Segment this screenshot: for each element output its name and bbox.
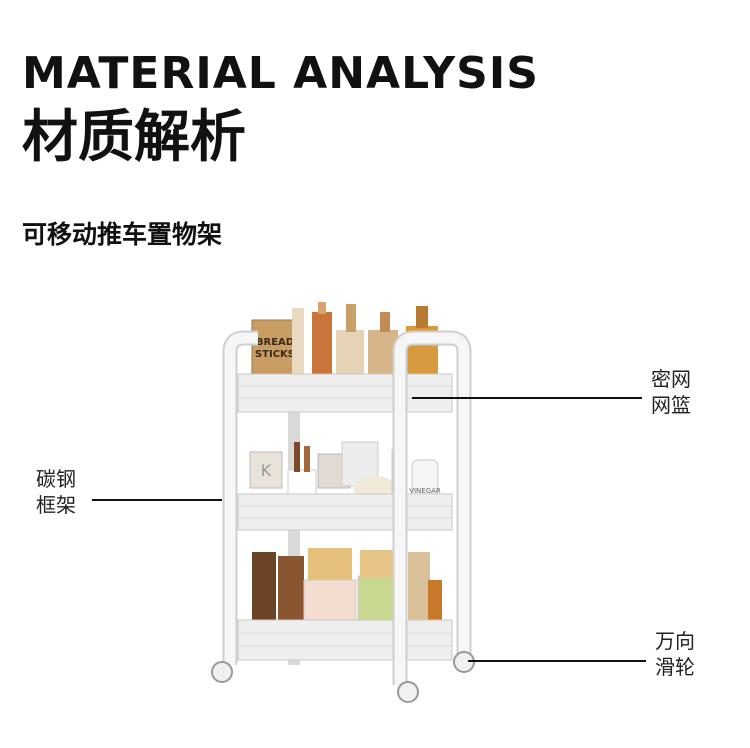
callout-basket-line2: 网篮 (651, 393, 691, 417)
callout-frame-line1: 碳钢 (36, 467, 76, 491)
callout-basket: 密网 网篮 (651, 366, 691, 418)
bottom-shelf-items (252, 548, 442, 623)
rolling-cart-image: BREAD STICKS K VINEGAR (211, 302, 475, 703)
product-subtitle: 可移动推车置物架 (22, 220, 223, 249)
caster-wheels (211, 651, 475, 703)
callout-frame: 碳钢 框架 (36, 466, 76, 518)
mug-letter: K (261, 461, 272, 480)
leader-line-basket (412, 397, 642, 399)
mesh-basket-bottom (237, 619, 453, 661)
leader-line-frame (92, 499, 222, 501)
bread-label-2: STICKS (255, 349, 295, 360)
bread-label-1: BREAD (256, 337, 294, 348)
callout-wheel-line2: 滑轮 (655, 655, 695, 679)
vinegar-label: VINEGAR (409, 487, 441, 495)
callout-wheel-line1: 万向 (655, 629, 695, 653)
carbon-steel-frame (222, 330, 472, 685)
mesh-basket-middle (237, 493, 453, 531)
title-english: MATERIAL ANALYSIS (22, 48, 539, 99)
callout-basket-line1: 密网 (651, 367, 691, 391)
mesh-basket-top (237, 373, 453, 413)
callout-wheel: 万向 滑轮 (655, 628, 695, 680)
leader-line-wheel (468, 660, 646, 662)
title-chinese: 材质解析 (22, 105, 246, 170)
callout-frame-line2: 框架 (36, 493, 76, 517)
